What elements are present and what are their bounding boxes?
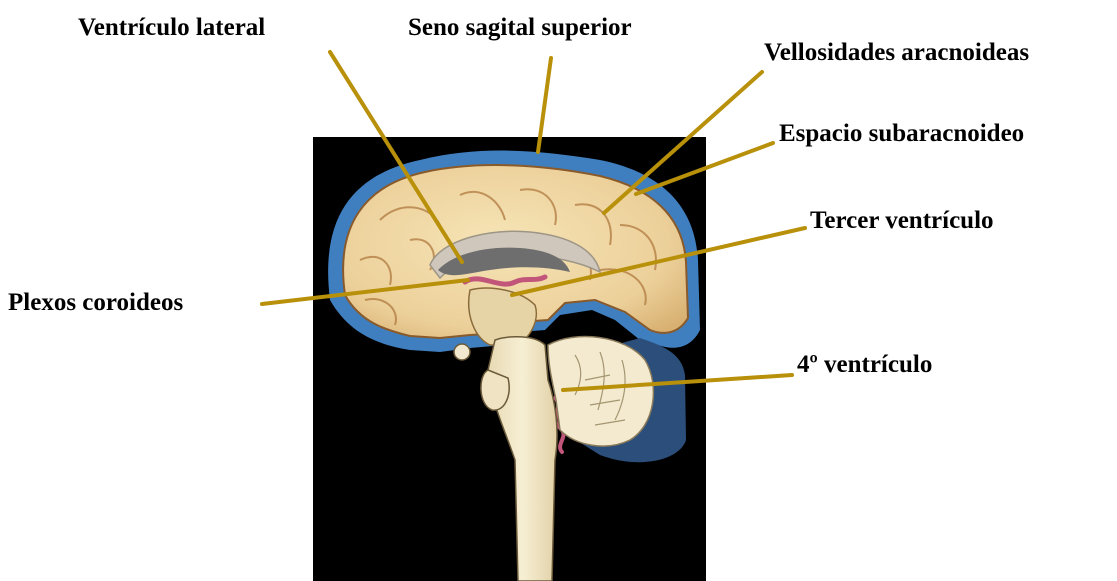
label-seno-sagital-superior: Seno sagital superior (408, 15, 632, 40)
label-espacio-subaracnoideo: Espacio subaracnoideo (779, 121, 1024, 146)
label-plexos-coroideos: Plexos coroideos (8, 290, 183, 315)
pons (481, 370, 509, 410)
label-ventriculo-lateral: Ventrículo lateral (78, 15, 265, 40)
label-tercer-ventriculo: Tercer ventrículo (810, 208, 994, 233)
label-vellosidades-aracnoideas: Vellosidades aracnoideas (764, 40, 1029, 65)
label-cuarto-ventriculo: 4º ventrículo (797, 352, 932, 377)
pituitary (454, 344, 470, 360)
